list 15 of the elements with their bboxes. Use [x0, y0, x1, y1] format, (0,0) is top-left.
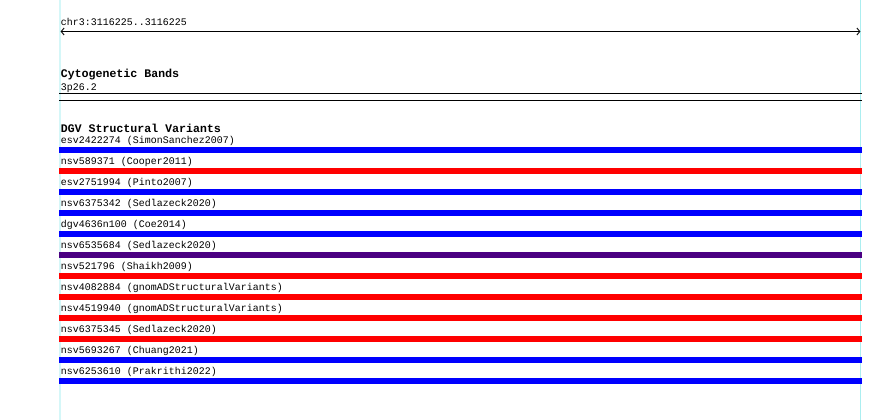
feature-label: nsv4519940 (gnomADStructuralVariants) [62, 304, 282, 314]
feature-label: nsv4082884 (gnomADStructuralVariants) [62, 282, 282, 292]
track-title: DGV Structural Variants [61, 124, 220, 132]
feature-label: nsv589371 (Cooper2011) [62, 156, 192, 166]
feature-label: esv2751994 (Pinto2007) [61, 178, 192, 188]
feature-label: nsv6253610 (Prakrithi2022) [62, 366, 216, 376]
feature-label: nsv5693267 (Chuang2021) [62, 346, 198, 356]
feature-label: nsv6375342 (Sedlazeck2020) [62, 198, 216, 208]
feature-label: esv2422274 (SimonSanchez2007) [61, 136, 234, 146]
feature-label: 3p26.2 [61, 83, 96, 92]
feature-label: nsv521796 (Shaikh2009) [62, 262, 192, 272]
feature-label: nsv6375345 (Sedlazeck2020) [62, 324, 216, 334]
feature-label: dgv4636n100 (Coe2014) [61, 220, 186, 230]
location-label: chr3:3116225..3116225 [61, 18, 186, 26]
feature-label: nsv6535684 (Sedlazeck2020) [62, 240, 216, 250]
